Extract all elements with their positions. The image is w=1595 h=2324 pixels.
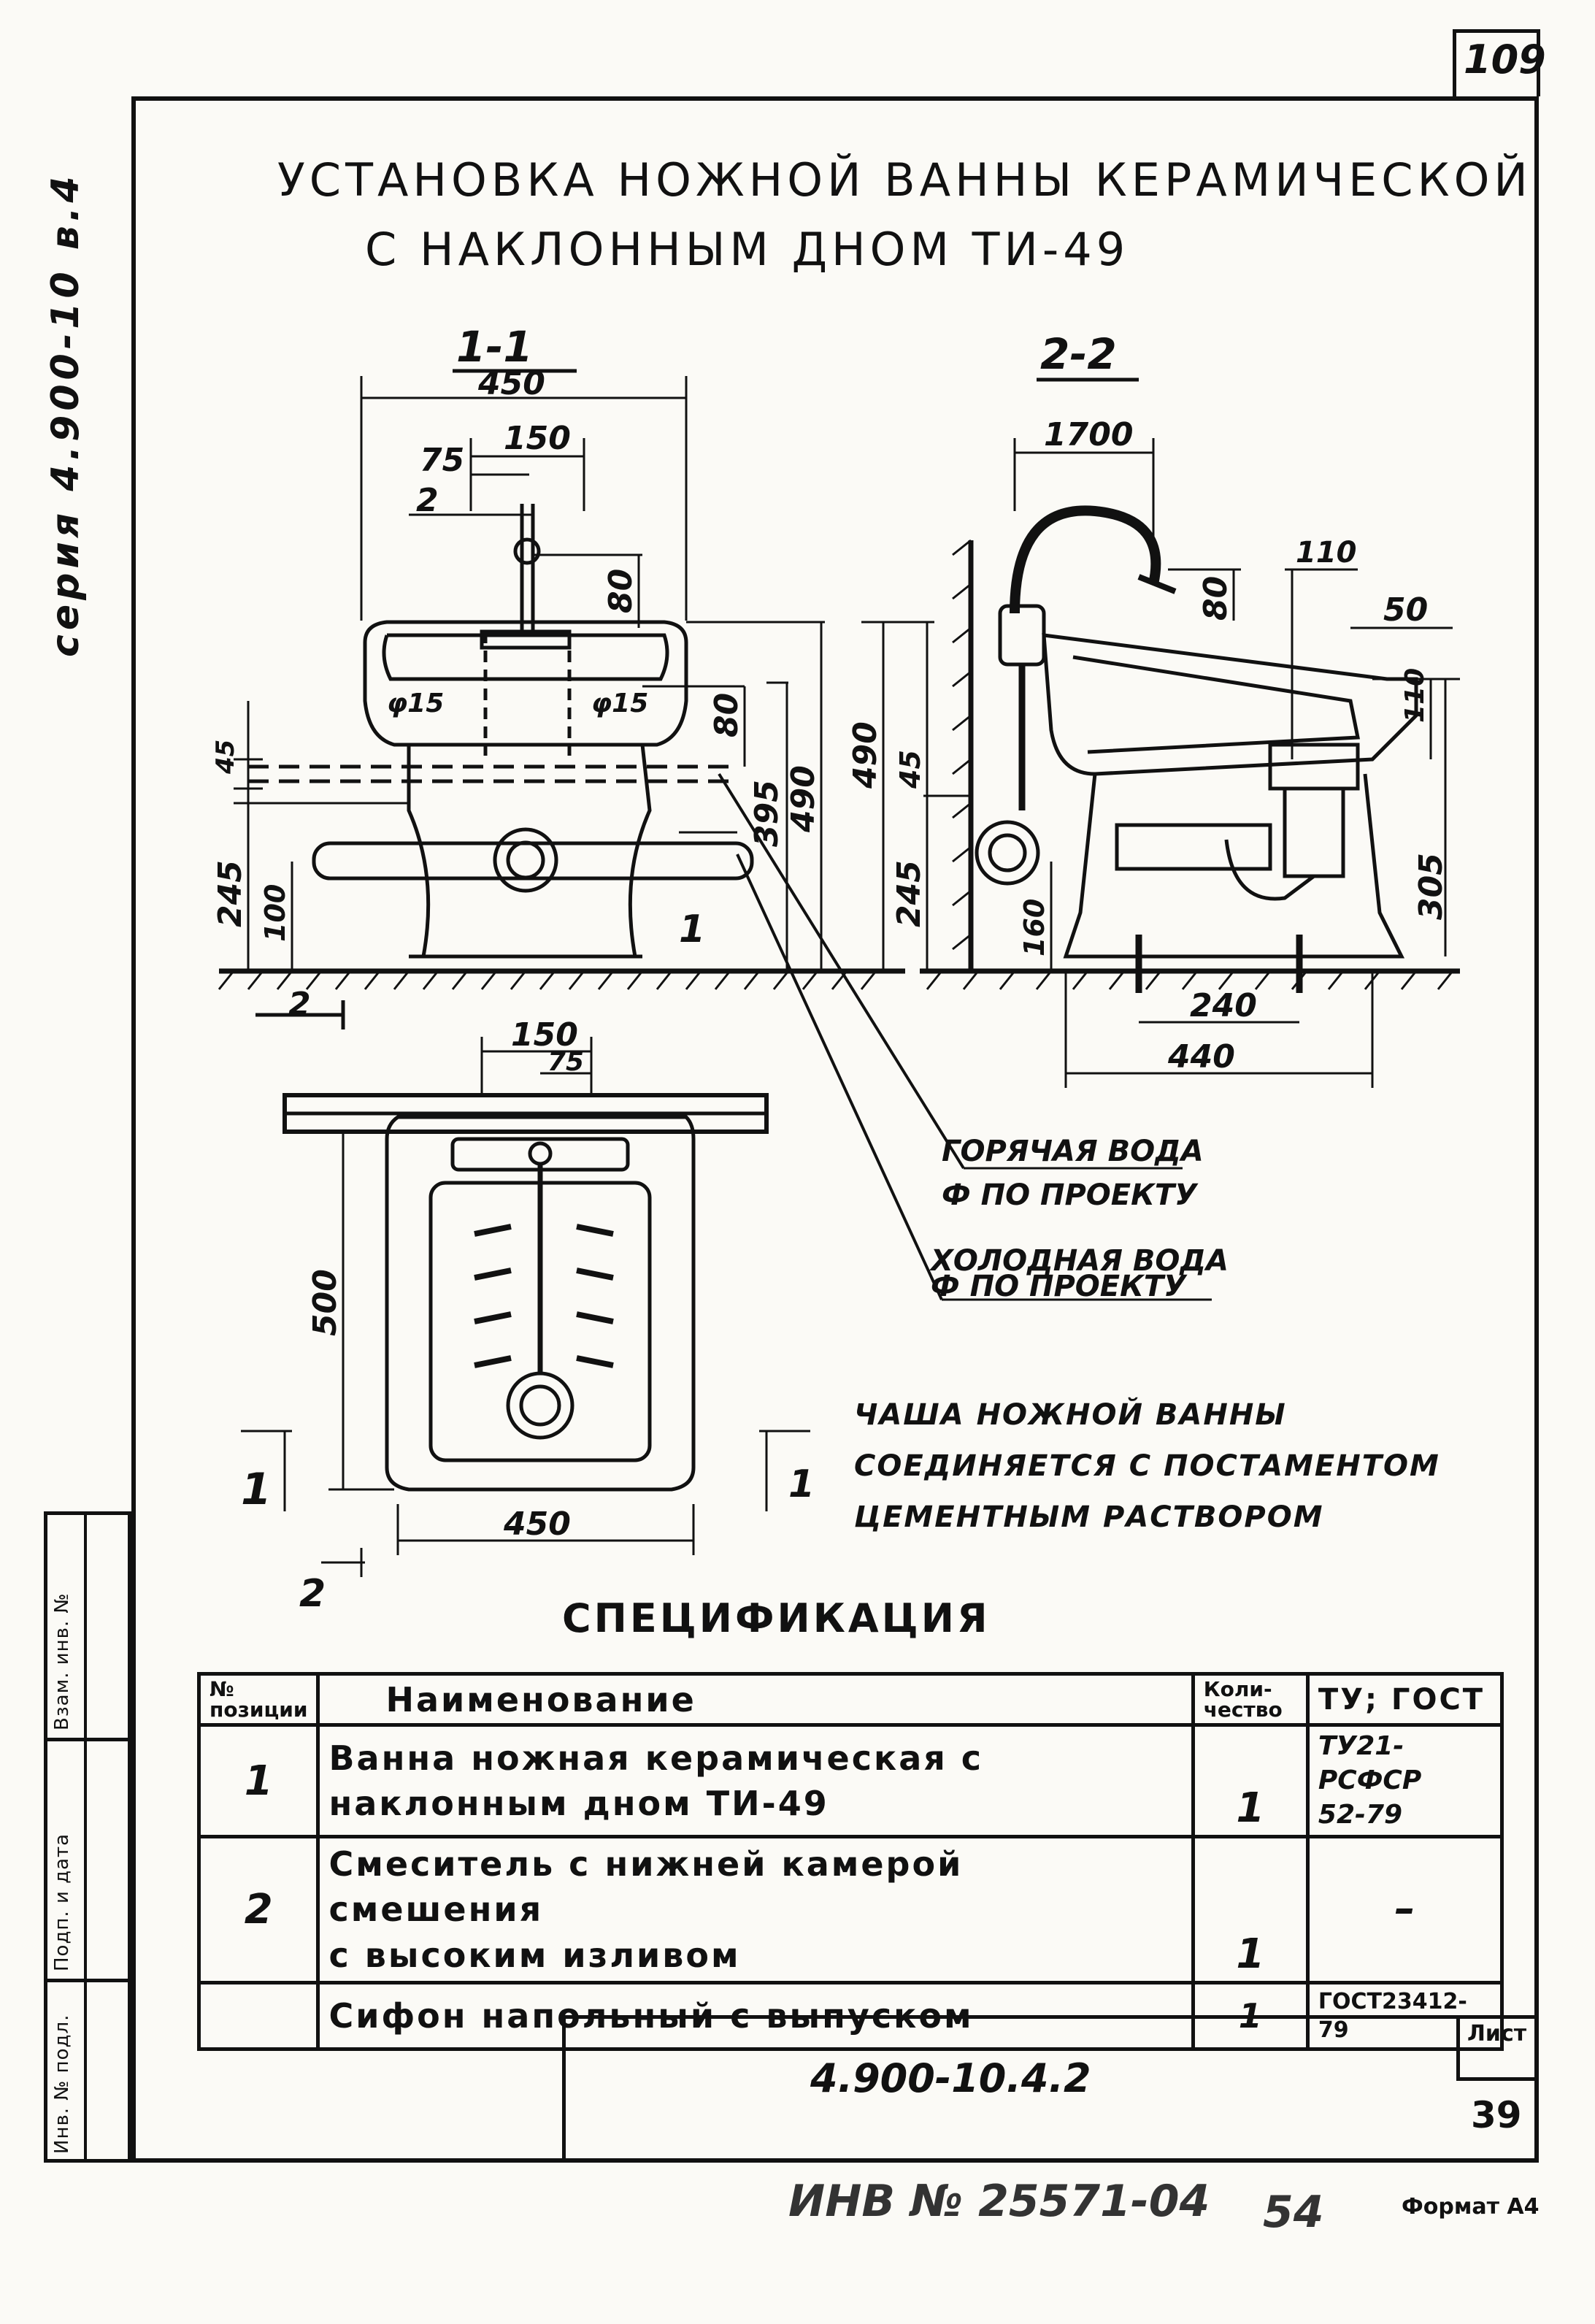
dim-395: 395 [748, 780, 785, 847]
cold-water-dia: Ф ПО ПРОЕКТУ [931, 1270, 1188, 1303]
row1-name-l2: наклонным дном ТИ-49 [328, 1784, 829, 1824]
row2-name-l1: Смеситель с нижней камерой смешения [328, 1844, 964, 1930]
hdr-qty: Коли- чество [1191, 1672, 1310, 1727]
plan-mark-1-left: 1 [241, 1464, 272, 1515]
dim-245-b: 245 [891, 860, 928, 927]
row3-pos [196, 1980, 320, 2051]
dim-45-b: 45 [894, 750, 926, 789]
sheet-label-box [1456, 2015, 1539, 2081]
row1-pos: 1 [196, 1722, 320, 1839]
dim-80-c: 80 [1197, 576, 1234, 621]
row1-qty: 1 [1191, 1722, 1310, 1839]
dim-440: 440 [1167, 1038, 1235, 1075]
section-1-1-label: 1-1 [456, 322, 533, 372]
plan-dim-450: 450 [503, 1506, 571, 1543]
dim-80-b: 80 [708, 693, 745, 737]
plan-mark-2: 2 [299, 1572, 326, 1616]
left-strip-divider [45, 1738, 130, 1741]
spec-header-row: № позиции Наименование Коли- чество ТУ; … [196, 1672, 1504, 1727]
dim-245-a: 245 [212, 860, 249, 927]
section-2-2-label: 2-2 [1040, 329, 1117, 379]
label-pos-1: 1 [679, 908, 705, 951]
row1-name-l1: Ванна ножная керамическая с [328, 1738, 984, 1779]
dim-110-a: 110 [1296, 536, 1357, 570]
left-strip-divider [45, 1979, 130, 1982]
row2-pos: 2 [196, 1835, 320, 1984]
title-block [562, 2015, 1539, 2163]
cold-water-label: ХОЛОДНАЯ ВОДА [929, 1244, 1229, 1278]
strip-label-inv: Инв. № подл. [51, 2014, 73, 2154]
row2-name-l2: с высоким изливом [328, 1935, 741, 1975]
sheet-number: 39 [1471, 2094, 1522, 2136]
strip-label-replace: Взам. инв. № [51, 1592, 73, 1730]
spec-row: 1 Ванна ножная керамическая с наклонным … [196, 1722, 1504, 1839]
row2-gost-l1: – [1394, 1885, 1415, 1933]
plan-view-drawing [241, 1037, 810, 1577]
hdr-gost: ТУ; ГОСТ [1305, 1672, 1504, 1727]
dim-240: 240 [1190, 987, 1257, 1024]
page-number-box [1453, 29, 1540, 96]
dim-450-top: 450 [477, 365, 545, 402]
section-mark-2-upper: 2 [288, 986, 311, 1023]
footer-inv: ИНВ № 25571-04 [788, 2176, 1210, 2227]
sheet-label: Лист [1467, 2021, 1527, 2047]
note-line-1: ЧАША НОЖНОЙ ВАННЫ [854, 1398, 1287, 1432]
title-line-2: С НАКЛОННЫМ ДНОМ ТИ-49 [365, 223, 1130, 276]
left-strip-divider [84, 1513, 87, 2161]
left-strip [44, 1511, 131, 2163]
row2-gost: – [1305, 1835, 1504, 1984]
dim-305: 305 [1413, 853, 1450, 920]
dim-45-a: 45 [211, 740, 240, 775]
dim-490-a: 490 [785, 765, 822, 833]
dim-75: 75 [420, 442, 464, 479]
dim-490-b: 490 [847, 721, 884, 789]
row1-gost-l2: 52-79 [1318, 1799, 1403, 1830]
section-1-1-drawing [218, 369, 1212, 1301]
title-line-1: УСТАНОВКА НОЖНОЙ ВАННЫ КЕРАМИЧЕСКОЙ [277, 153, 1532, 207]
dim-160: 160 [1018, 899, 1050, 956]
hdr-pos: № позиции [196, 1672, 320, 1727]
strip-label-sign: Подп. и дата [51, 1833, 73, 1971]
dim-100: 100 [259, 884, 291, 942]
row2-name: Смеситель с нижней камерой смешения с вы… [316, 1835, 1195, 1984]
dim-phi15-right: φ15 [591, 689, 648, 718]
spec-table: № позиции Наименование Коли- чество ТУ; … [196, 1672, 1504, 2051]
dim-1700: 1700 [1044, 416, 1133, 453]
plan-mark-1-right: 1 [788, 1462, 815, 1506]
spec-row: 2 Смеситель с нижней камерой смешения с … [196, 1835, 1504, 1984]
hot-water-dia: Ф ПО ПРОЕКТУ [942, 1178, 1199, 1212]
doc-code: 4.900-10.4.2 [810, 2055, 1091, 2101]
dim-150: 150 [504, 420, 571, 457]
dim-50: 50 [1383, 591, 1428, 629]
note-line-2: СОЕДИНЯЕТСЯ С ПОСТАМЕНТОМ [854, 1449, 1440, 1483]
page-number: 109 [1464, 37, 1546, 83]
spec-title: СПЕЦИФИКАЦИЯ [562, 1595, 991, 1641]
dim-phi15-left: φ15 [387, 689, 444, 718]
row2-qty: 1 [1191, 1835, 1310, 1984]
row1-name: Ванна ножная керамическая с наклонным дн… [316, 1722, 1195, 1839]
section-2-2-drawing [861, 377, 1460, 1088]
technical-drawing: 1-1 450 150 75 2 80 φ15 φ15 80 395 490 2… [211, 322, 1460, 1616]
plan-dim-75: 75 [547, 1047, 584, 1077]
hdr-name: Наименование [316, 1672, 1195, 1727]
plan-dim-150: 150 [511, 1016, 578, 1054]
dim-110-b: 110 [1400, 668, 1430, 723]
dim-80-a: 80 [602, 569, 639, 613]
footer-num: 54 [1263, 2187, 1324, 2238]
plan-dim-500: 500 [307, 1269, 344, 1336]
row1-gost: ТУ21-РСФСР 52-79 [1305, 1722, 1504, 1839]
note-line-3: ЦЕМЕНТНЫМ РАСТВОРОМ [854, 1500, 1324, 1534]
footer-format: Формат А4 [1402, 2194, 1540, 2220]
row1-gost-l1: ТУ21-РСФСР [1318, 1731, 1422, 1795]
hot-water-label: ГОРЯЧАЯ ВОДА [942, 1135, 1204, 1168]
label-pos-2: 2 [416, 482, 439, 519]
